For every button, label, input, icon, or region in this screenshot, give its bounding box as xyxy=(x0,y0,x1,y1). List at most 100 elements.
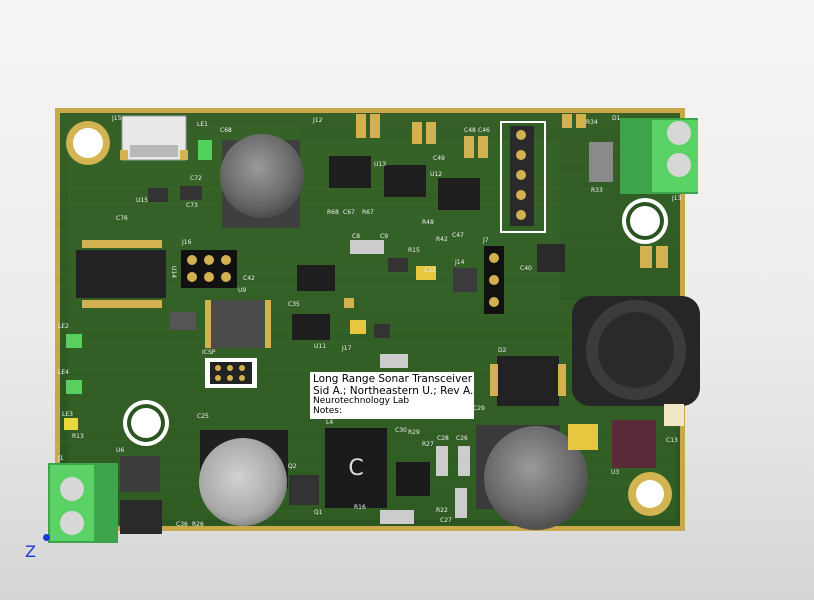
label-r27: R27 xyxy=(422,441,434,448)
ic-u7 xyxy=(297,265,335,291)
label-c30: C30 xyxy=(395,427,407,434)
label-c48: C48 xyxy=(464,127,476,134)
ic-u9 xyxy=(205,300,271,348)
label-c29: C29 xyxy=(473,405,485,412)
svg-text:C: C xyxy=(348,456,363,481)
z-axis-dot xyxy=(43,534,50,541)
label-j15: J15 xyxy=(111,115,122,122)
label-d2: D2 xyxy=(498,347,507,354)
label-c40: C40 xyxy=(520,265,532,272)
header-j16 xyxy=(181,250,237,288)
label-le1: LE1 xyxy=(197,121,208,128)
label-c9: C9 xyxy=(380,233,388,240)
label-r22: R22 xyxy=(436,507,448,514)
label-c47: C47 xyxy=(452,232,464,239)
label-u11: U11 xyxy=(314,343,326,350)
label-d1: D1 xyxy=(612,115,621,122)
label-c12: C12 xyxy=(424,267,436,274)
label-u13: U13 xyxy=(374,161,386,168)
axis-indicator: Z xyxy=(25,528,65,561)
capacitor-c25 xyxy=(199,430,288,526)
ic-qfn xyxy=(396,462,430,496)
ic-u3 xyxy=(612,420,656,468)
label-c36: C36 xyxy=(176,521,188,528)
label-c67: C67 xyxy=(343,209,355,216)
ic-u8 xyxy=(537,244,565,272)
regulator-u2 xyxy=(589,142,613,182)
label-j7: J7 xyxy=(482,237,489,244)
label-r48: R48 xyxy=(422,219,434,226)
label-l4: L4 xyxy=(326,419,333,426)
smd-passives xyxy=(64,114,684,524)
label-c27: C27 xyxy=(440,517,452,524)
label-u12: U12 xyxy=(430,171,442,178)
z-axis-label: Z xyxy=(25,542,36,561)
label-c35: C35 xyxy=(288,301,300,308)
label-j14: J14 xyxy=(454,259,465,266)
label-c72: C72 xyxy=(190,175,202,182)
board-title-block: Long Range Sonar Transceiver Sid A.; Nor… xyxy=(310,372,474,419)
mounting-hole-bottom-left xyxy=(123,400,169,446)
header-5pin xyxy=(500,121,546,233)
label-c46: C46 xyxy=(478,127,490,134)
label-c26: C26 xyxy=(456,435,468,442)
label-j13: J13 xyxy=(671,195,682,202)
transistor-q2 xyxy=(289,475,319,505)
ic-u14 xyxy=(76,240,166,308)
label-j12: J12 xyxy=(312,117,323,124)
label-u14: U14 xyxy=(170,266,177,278)
inductor-l4 xyxy=(572,296,700,406)
label-r29: R29 xyxy=(408,429,420,436)
label-u3: U3 xyxy=(611,469,619,476)
label-q1: Q1 xyxy=(314,509,323,516)
ic-u12 xyxy=(384,165,426,197)
label-r13: R13 xyxy=(72,433,84,440)
label-u15: U15 xyxy=(136,197,148,204)
mounting-hole-bottom-right xyxy=(628,472,672,516)
ic-u13 xyxy=(329,156,371,188)
label-r67: R67 xyxy=(362,209,374,216)
capacitor-c29 xyxy=(476,425,588,530)
ic-u11 xyxy=(292,314,330,340)
board-title: Long Range Sonar Transceiver xyxy=(313,373,473,385)
label-c49: C49 xyxy=(433,155,445,162)
label-c68: C68 xyxy=(220,127,232,134)
board-author-line: Sid A.; Northeastern U.; Rev A. xyxy=(313,384,474,397)
ic-u10 xyxy=(438,178,480,210)
ic-c777: C xyxy=(325,428,387,508)
diode-d2 xyxy=(490,356,566,406)
header-j14 xyxy=(453,268,477,292)
label-j1: J1 xyxy=(57,455,64,462)
label-u6: U6 xyxy=(116,447,124,454)
screw-terminal-j1 xyxy=(48,463,118,543)
label-r33: R33 xyxy=(591,187,603,194)
label-c73: C73 xyxy=(186,202,198,209)
header-j7 xyxy=(484,246,504,314)
led-le1 xyxy=(198,140,212,160)
label-r26: R26 xyxy=(192,521,204,528)
label-r16: R16 xyxy=(354,504,366,511)
label-c13: C13 xyxy=(666,437,678,444)
label-c76: C76 xyxy=(116,215,128,222)
mounting-hole-top-left xyxy=(66,121,110,165)
label-icsp: ICSP xyxy=(202,349,216,356)
regulator-u6 xyxy=(120,456,162,534)
label-j16: J16 xyxy=(181,239,192,246)
capacitor-c68 xyxy=(220,134,304,228)
label-c25: C25 xyxy=(197,413,209,420)
label-r42: R42 xyxy=(436,236,448,243)
label-c28: C28 xyxy=(437,435,449,442)
usb-connector xyxy=(120,115,188,161)
label-c42: C42 xyxy=(243,275,255,282)
screw-terminal-j13 xyxy=(620,118,698,194)
label-r15: R15 xyxy=(408,247,420,254)
label-le2: LE2 xyxy=(58,323,69,330)
label-le3: LE3 xyxy=(62,411,73,418)
label-r34: R34 xyxy=(586,119,598,126)
board-notes-label: Notes: xyxy=(313,405,343,416)
label-u9: U9 xyxy=(238,287,246,294)
label-q2: Q2 xyxy=(288,463,297,470)
label-c8: C8 xyxy=(352,233,360,240)
